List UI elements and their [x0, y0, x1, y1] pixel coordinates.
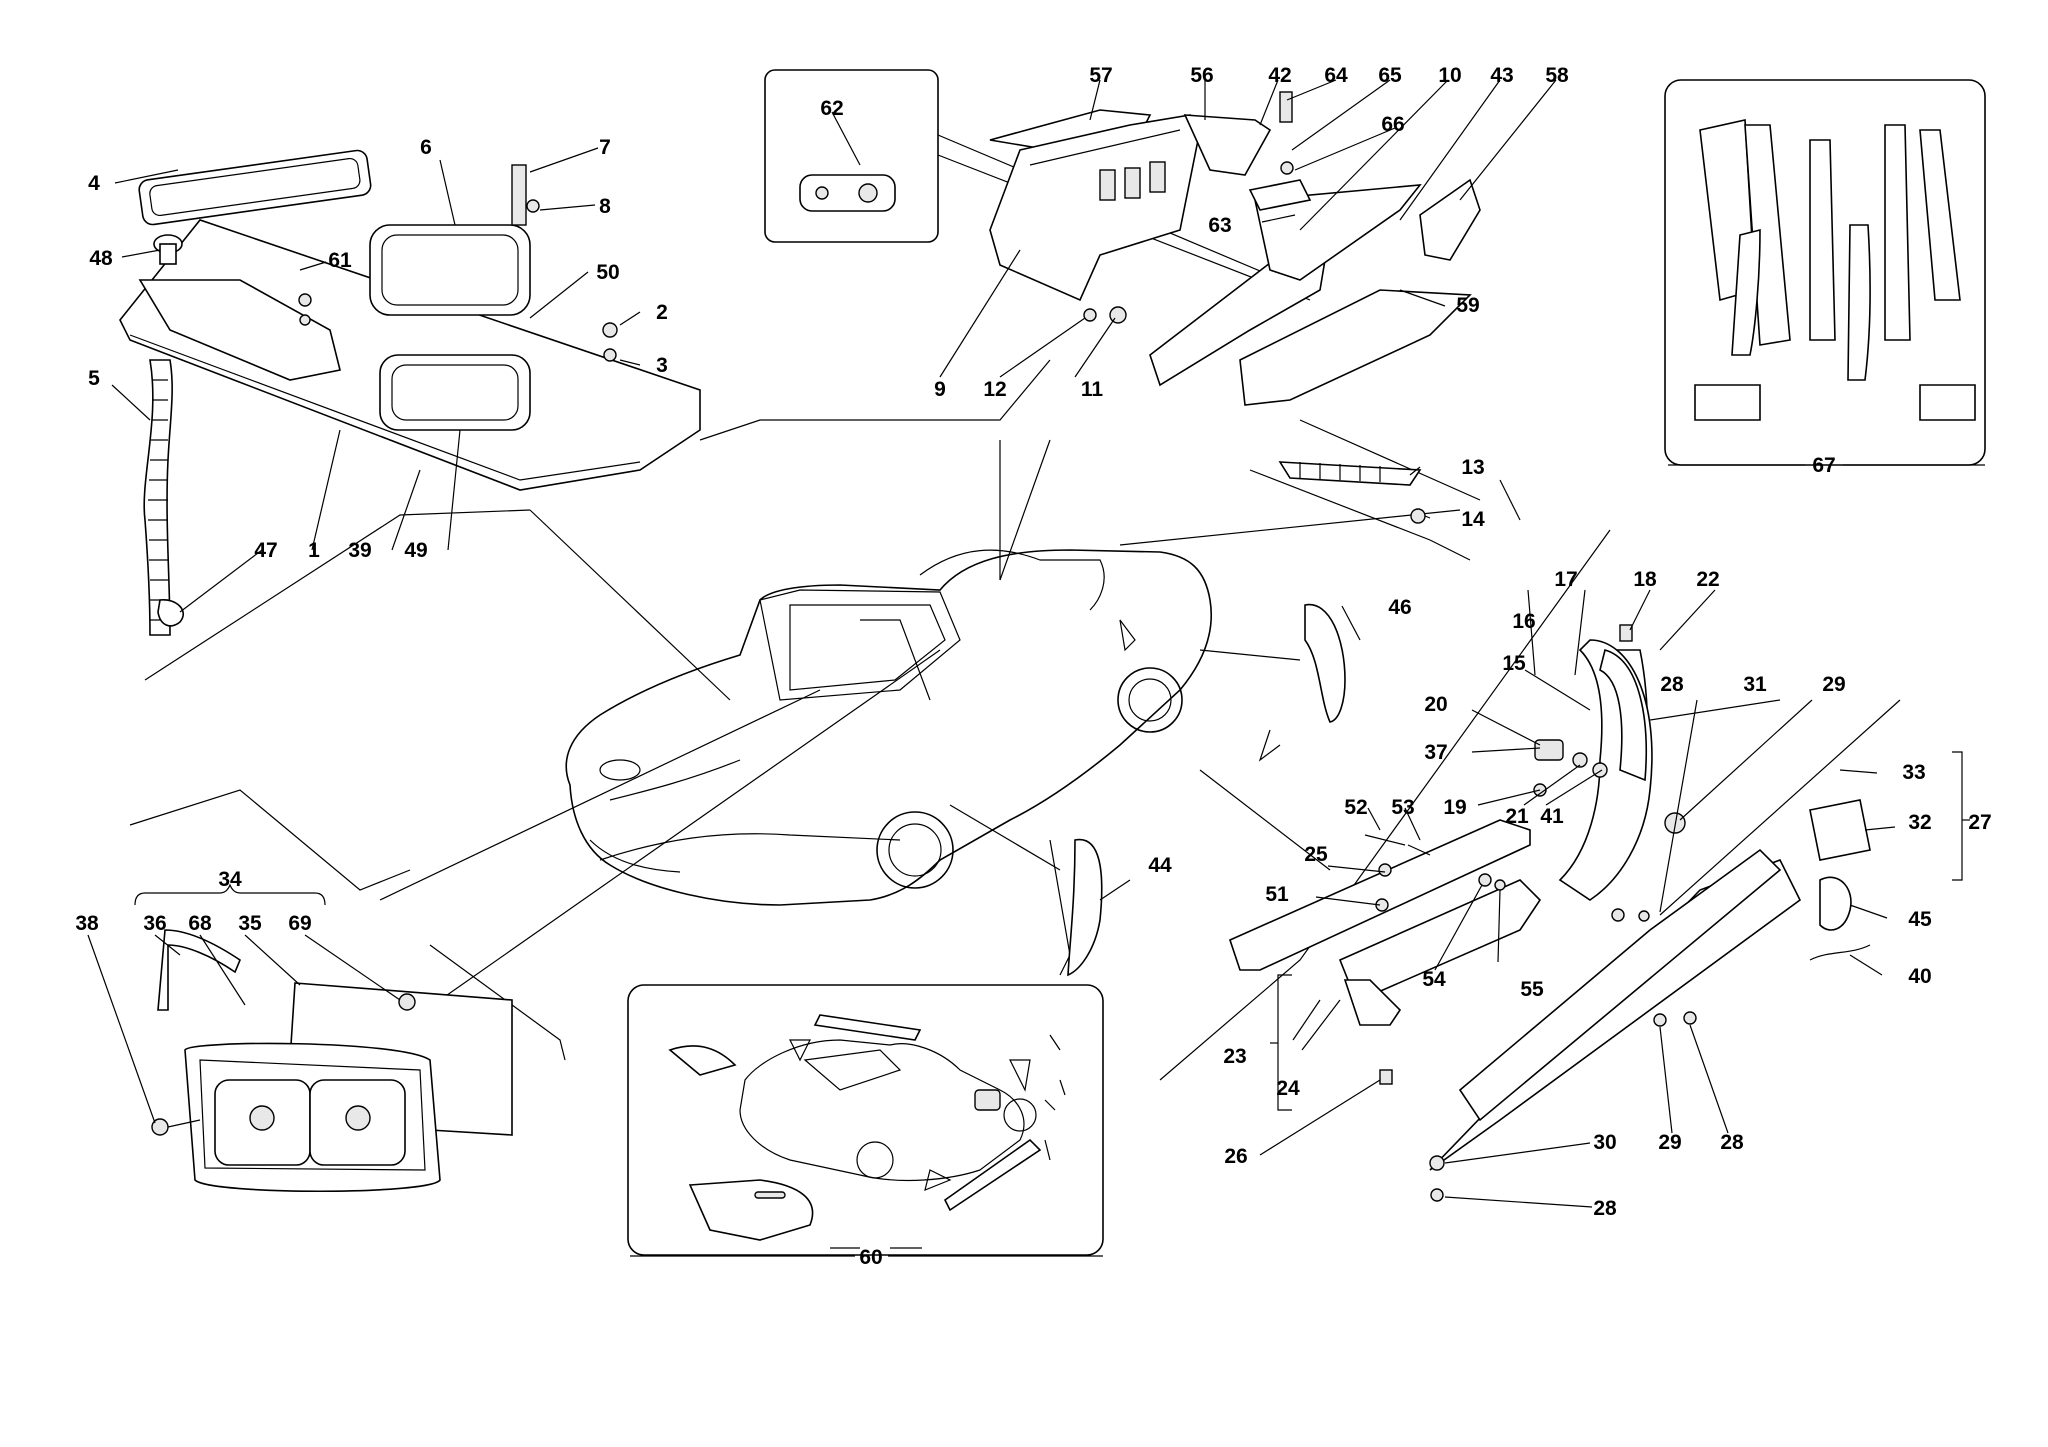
part-number-7: 7	[599, 136, 611, 159]
part-number-60: 60	[859, 1246, 882, 1269]
part-number-62: 62	[820, 97, 843, 120]
part-number-24: 24	[1276, 1077, 1300, 1100]
part-number-44: 44	[1148, 854, 1172, 877]
part-number-37: 37	[1424, 741, 1447, 764]
part-number-28c: 28	[1593, 1197, 1617, 1220]
part-number-61: 61	[328, 249, 352, 272]
part-number-48: 48	[89, 247, 113, 270]
part-number-29a: 29	[1822, 673, 1845, 696]
part-number-18: 18	[1633, 568, 1657, 591]
part-number-11: 11	[1081, 378, 1104, 401]
part-number-42: 42	[1268, 64, 1291, 87]
leader-lines-top-center	[831, 79, 1557, 378]
leader-lines-bottom-left	[87, 883, 401, 1128]
part-number-55: 55	[1520, 978, 1544, 1001]
part-number-16: 16	[1512, 610, 1535, 633]
part-number-22: 22	[1696, 568, 1719, 591]
part-number-1: 1	[308, 539, 320, 562]
part-number-57: 57	[1089, 64, 1112, 87]
part-number-17: 17	[1554, 568, 1577, 591]
part-number-23: 23	[1223, 1045, 1246, 1068]
part-number-3: 3	[656, 354, 668, 377]
part-number-28a: 28	[1660, 673, 1684, 696]
rollbar-cover-assembly	[764, 69, 1481, 406]
part-number-51: 51	[1265, 883, 1289, 906]
part-number-69: 69	[288, 912, 311, 935]
part-number-49: 49	[404, 539, 427, 562]
callout-frame-lines	[129, 359, 1611, 1081]
part-number-4: 4	[88, 172, 100, 195]
part-number-19: 19	[1443, 796, 1466, 819]
part-number-52: 52	[1344, 796, 1367, 819]
part-number-39: 39	[348, 539, 371, 562]
part-number-5: 5	[88, 367, 100, 390]
part-number-41: 41	[1540, 805, 1564, 828]
part-number-34: 34	[218, 868, 242, 891]
part-number-31: 31	[1743, 673, 1767, 696]
part-number-53: 53	[1391, 796, 1414, 819]
part-number-29b: 29	[1658, 1131, 1681, 1154]
part-number-46: 46	[1388, 596, 1411, 619]
part-number-6: 6	[420, 136, 432, 159]
rocker-trim-parts	[1067, 461, 1426, 977]
engine-cover-assembly	[119, 149, 701, 636]
car-body-illustration	[565, 549, 1213, 906]
part-number-64: 64	[1324, 64, 1348, 87]
part-number-labels: 1 2 3 4 5 6 7 8 9 10 11 12 13 14 15 16 1…	[75, 64, 1991, 1269]
part-number-12: 12	[983, 378, 1006, 401]
part-number-66: 66	[1381, 113, 1404, 136]
part-number-8: 8	[599, 195, 611, 218]
part-number-63: 63	[1208, 214, 1231, 237]
part-number-21: 21	[1505, 805, 1529, 828]
part-number-54: 54	[1422, 968, 1446, 991]
detail-inset-box	[764, 69, 939, 243]
part-number-59: 59	[1456, 294, 1479, 317]
inset-label-connectors	[630, 464, 1985, 1257]
leader-lines-right	[1099, 466, 1970, 1208]
part-number-26: 26	[1224, 1145, 1247, 1168]
part-number-68: 68	[188, 912, 212, 935]
part-number-40: 40	[1908, 965, 1931, 988]
part-number-25: 25	[1304, 843, 1328, 866]
leader-lines-top-left	[111, 147, 641, 613]
part-number-32: 32	[1908, 811, 1931, 834]
part-number-50: 50	[596, 261, 619, 284]
part-number-27: 27	[1968, 811, 1991, 834]
part-number-38: 38	[75, 912, 99, 935]
part-number-47: 47	[254, 539, 277, 562]
part-number-30: 30	[1593, 1131, 1616, 1154]
seal-kit-box	[1664, 79, 1986, 466]
part-number-43: 43	[1490, 64, 1513, 87]
part-number-20: 20	[1424, 693, 1447, 716]
part-number-56: 56	[1190, 64, 1213, 87]
part-number-33: 33	[1902, 761, 1925, 784]
part-number-14: 14	[1461, 508, 1485, 531]
part-number-2: 2	[656, 301, 668, 324]
part-number-36: 36	[143, 912, 166, 935]
engine-bay-panel-assembly	[151, 929, 513, 1193]
part-number-65: 65	[1378, 64, 1402, 87]
part-number-35: 35	[238, 912, 262, 935]
part-number-10: 10	[1438, 64, 1461, 87]
part-number-58: 58	[1545, 64, 1569, 87]
part-number-67: 67	[1812, 454, 1835, 477]
part-number-45: 45	[1908, 908, 1932, 931]
door-sill-assembly	[1229, 624, 1871, 1202]
body-mouldings-inset	[627, 984, 1104, 1256]
part-number-15: 15	[1502, 652, 1526, 675]
part-number-9: 9	[934, 378, 946, 401]
part-number-28b: 28	[1720, 1131, 1744, 1154]
part-number-13: 13	[1461, 456, 1484, 479]
